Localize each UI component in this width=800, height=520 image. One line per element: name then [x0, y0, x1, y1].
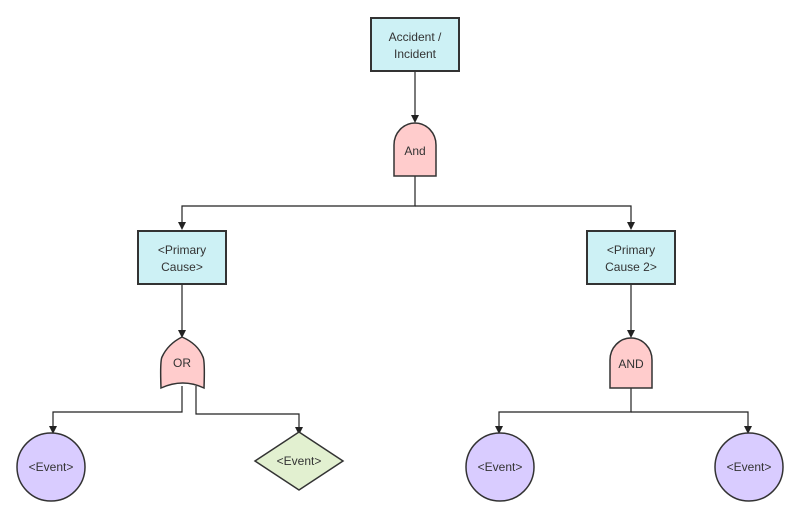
event-diamond-label: <Event>: [277, 454, 322, 468]
and-gate-label: AND: [618, 357, 644, 371]
event-right-1-label: <Event>: [478, 460, 523, 474]
event-right-circle-2[interactable]: <Event>: [714, 432, 784, 502]
or-gate[interactable]: OR: [159, 336, 206, 390]
connector-and-to-primary-1: [178, 176, 416, 230]
and-gate-right[interactable]: AND: [609, 337, 653, 389]
top-and-gate[interactable]: And: [393, 122, 437, 177]
or-gate-label: OR: [173, 356, 191, 370]
top-event-box[interactable]: Accident / Incident: [370, 17, 460, 72]
primary-cause-2-box[interactable]: <Primary Cause 2>: [586, 230, 676, 285]
primary-cause-2-rect: [586, 230, 676, 285]
event-left-circle[interactable]: <Event>: [16, 432, 86, 502]
event-circle-shape: [714, 432, 784, 502]
primary-cause-1-box[interactable]: <Primary Cause>: [137, 230, 227, 285]
primary-cause-1-label-line1: <Primary: [158, 243, 206, 257]
top-event-label-line2: Incident: [394, 47, 437, 61]
top-gate-label: And: [404, 144, 425, 158]
primary-cause-2-label-line1: <Primary: [607, 243, 655, 257]
primary-cause-1-label-line2: Cause>: [161, 260, 203, 274]
connector-and-to-event-right-2: [631, 411, 752, 434]
and-gate-shape: [393, 122, 437, 177]
or-gate-shape: [159, 336, 206, 390]
event-circle-shape: [16, 432, 86, 502]
primary-cause-2-label-line2: Cause 2>: [605, 260, 657, 274]
event-right-circle-1[interactable]: <Event>: [465, 432, 535, 502]
event-circle-shape: [465, 432, 535, 502]
top-event-rect: [370, 17, 460, 72]
connector-or-to-diamond: [195, 386, 303, 435]
event-diamond-shape: [253, 431, 345, 491]
event-left-label: <Event>: [29, 460, 74, 474]
event-diamond[interactable]: <Event>: [253, 431, 345, 491]
event-right-2-label: <Event>: [727, 460, 772, 474]
top-event-label-line1: Accident /: [389, 30, 442, 44]
and-gate-shape: [609, 337, 653, 389]
connectors: [49, 71, 752, 435]
connector-and-to-primary-2: [415, 205, 635, 230]
primary-cause-1-rect: [137, 230, 227, 285]
connector-or-to-event-left: [49, 386, 183, 434]
connector-and-to-event-right-1: [495, 388, 632, 434]
